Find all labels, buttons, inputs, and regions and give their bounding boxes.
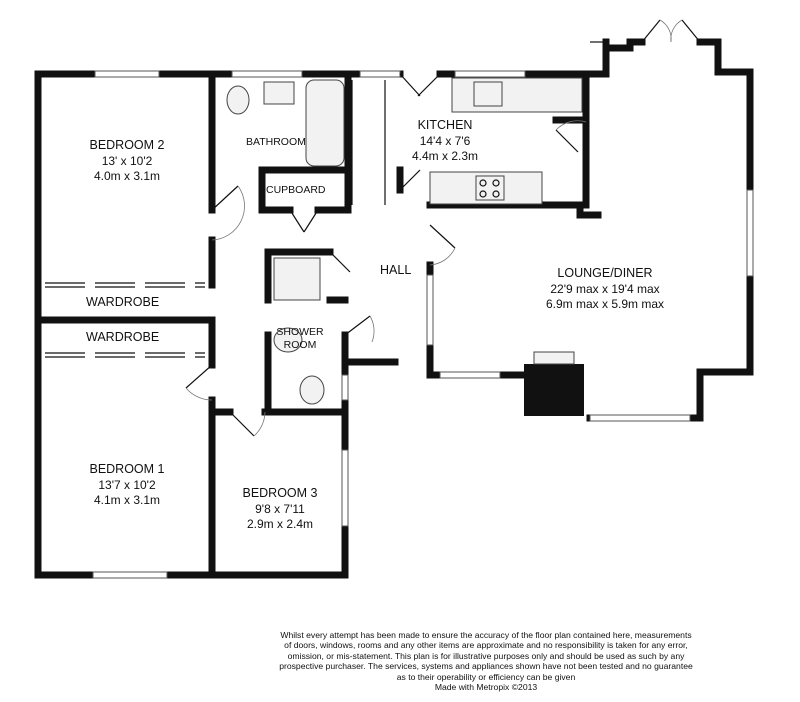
bed3-window [341, 449, 349, 527]
kitchen-door [399, 169, 421, 191]
disclaimer-line-4: prospective purchaser. The services, sys… [279, 661, 693, 672]
lounge-south-window [589, 414, 691, 422]
bedroom1-name: BEDROOM 1 [89, 462, 165, 476]
disclaimer: Whilst every attempt has been made to en… [226, 630, 746, 693]
lounge-label: LOUNGE/DINER 22'9 max x 19'4 max 6.9m ma… [520, 266, 690, 312]
lounge-east-window [746, 189, 754, 277]
bedroom3-name: BEDROOM 3 [242, 486, 318, 500]
lounge-dim-imperial: 22'9 max x 19'4 max [550, 281, 660, 296]
bathtub [305, 79, 345, 167]
kitchen-hob [475, 175, 505, 201]
shower-tray [273, 257, 321, 301]
cupboard-door-r [303, 209, 319, 233]
kitchen-name: KITCHEN [417, 118, 473, 132]
disclaimer-line-1: Whilst every attempt has been made to en… [280, 630, 692, 640]
bedroom2-dim-imperial: 13' x 10'2 [101, 153, 153, 168]
kitchen-dim-imperial: 14'4 x 7'6 [419, 133, 471, 148]
bed1-door [185, 364, 213, 389]
lounge-dim-metric: 6.9m max x 5.9m max [545, 296, 665, 311]
lounge-west-window [426, 274, 434, 346]
shower-name-1: SHOWER [276, 326, 324, 338]
bay-left-wall [602, 38, 646, 52]
bath-basin [263, 81, 295, 105]
bathroom-label: BATHROOM [246, 136, 306, 148]
front-door-2 [417, 73, 441, 97]
disclaimer-line-2: of doors, windows, rooms and any other i… [284, 640, 688, 651]
bedroom2-dim-metric: 4.0m x 3.1m [93, 168, 161, 183]
bedroom2-name: BEDROOM 2 [89, 138, 165, 152]
fireplace [524, 364, 584, 416]
kitchen-lounge-door [555, 129, 579, 153]
bedroom3-dim-metric: 2.9m x 2.4m [246, 516, 314, 531]
bath-window [231, 70, 303, 78]
bedroom1-dim-imperial: 13'7 x 10'2 [98, 477, 156, 492]
windows [92, 70, 754, 579]
bay-door-right-leaf [681, 19, 701, 43]
bedroom2-label: BEDROOM 2 13' x 10'2 4.0m x 3.1m [72, 138, 182, 184]
hearth [533, 351, 575, 365]
bedroom3-label: BEDROOM 3 9'8 x 7'11 2.9m x 2.4m [225, 486, 335, 532]
bay-door-left-arc [659, 19, 672, 43]
shower-toilet [299, 375, 325, 405]
bedroom3-dim-imperial: 9'8 x 7'11 [255, 501, 305, 516]
lounge-door-arc [429, 247, 456, 266]
disclaimer-line-5: as to their operability or efficiency ca… [396, 671, 576, 682]
shower-basin [273, 327, 303, 353]
hall-label: HALL [380, 263, 412, 277]
bed3-door-arc [253, 411, 266, 437]
fixtures [226, 77, 584, 416]
disclaimer-line-6: Made with Metropix ©2013 [434, 682, 538, 693]
hob-ring-2 [492, 179, 500, 187]
hob-ring-4 [492, 190, 500, 198]
shower-door-2 [344, 315, 371, 336]
cupboard-label: CUPBOARD [266, 184, 326, 196]
bay-junction [582, 38, 610, 78]
bed1-door-arc [185, 387, 213, 401]
shower-window [341, 374, 349, 401]
front-door [399, 73, 421, 97]
bed2-door [211, 185, 239, 211]
kitchen-label: KITCHEN 14'4 x 7'6 4.4m x 2.3m [400, 118, 490, 164]
bed2-door-arc [211, 185, 245, 241]
lounge-door [429, 224, 456, 249]
shower-door-arc [369, 315, 375, 343]
bath-toilet [226, 85, 250, 115]
lounge-name: LOUNGE/DINER [557, 266, 653, 280]
wardrobe-doors [45, 282, 205, 358]
bed1-window [92, 571, 168, 579]
shower-room-label: SHOWER ROOM [272, 326, 328, 352]
kitchen-sink [473, 81, 503, 107]
cupboard-door-l [289, 209, 305, 233]
kitchen-dim-metric: 4.4m x 2.3m [411, 148, 479, 163]
bedroom1-dim-metric: 4.1m x 3.1m [93, 492, 161, 507]
shower-door [329, 251, 351, 273]
kitchen-window [454, 70, 526, 78]
hall-window [359, 70, 401, 78]
shower-room-walls [264, 248, 334, 304]
bay-door-right-arc [670, 19, 683, 43]
wardrobe-bottom-label: WARDROBE [86, 330, 160, 344]
kitchen-worktop-top [451, 77, 583, 113]
kitchen-lounge-arc [555, 120, 587, 131]
hob-ring-3 [479, 190, 487, 198]
lounge-east-walls [586, 38, 754, 422]
doors [185, 73, 587, 437]
bed2-window [94, 70, 160, 78]
lounge-sw-window [439, 371, 501, 379]
disclaimer-line-3: omission, or mis-statement. This plan is… [287, 650, 685, 661]
hob-ring-1 [479, 179, 487, 187]
bay-door-left-leaf [641, 19, 661, 43]
wardrobe-top-label: WARDROBE [86, 295, 160, 309]
bed3-door [229, 411, 255, 437]
shower-name-2: ROOM [283, 339, 317, 352]
bay-doors [590, 19, 701, 43]
bedroom1-label: BEDROOM 1 13'7 x 10'2 4.1m x 3.1m [72, 462, 182, 508]
